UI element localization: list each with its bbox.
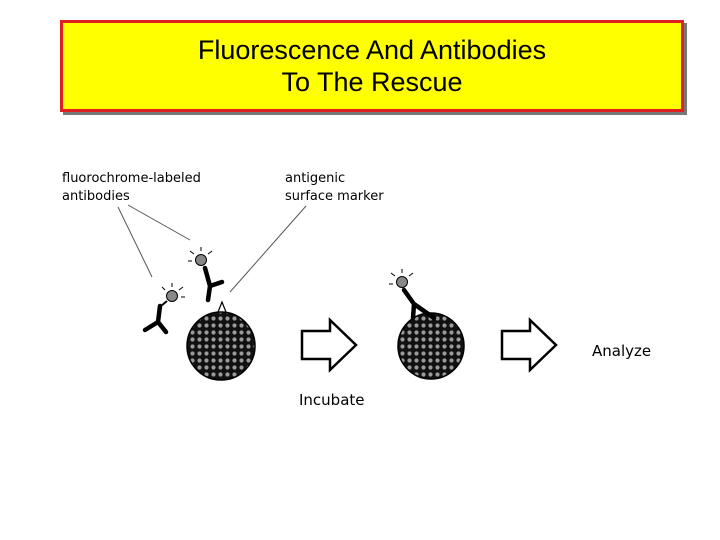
- title-line-2: To The Rescue: [281, 67, 463, 97]
- leader-line-antibody-lower: [117, 206, 153, 278]
- fluorochrome-icon: [195, 254, 207, 266]
- free-antibody-upper: [188, 247, 225, 303]
- antigen-marker: [217, 300, 227, 313]
- leader-lines: [117, 204, 307, 293]
- process-arrow-incubate: [300, 317, 358, 373]
- bound-antibody: [389, 269, 437, 321]
- title-line-1: Fluorescence And Antibodies: [197, 34, 547, 65]
- leader-line-surface-marker: [229, 205, 307, 293]
- fluorochrome-icon: [396, 276, 408, 288]
- cell-unlabeled: [186, 311, 256, 381]
- analyze-label: Analyze: [592, 342, 651, 360]
- antibodies-label-line-1: fluorochrome-labeled: [62, 171, 201, 186]
- free-antibody-lower: [142, 283, 185, 335]
- process-arrow-analyze: [500, 317, 558, 373]
- leader-line-antibody-upper: [127, 204, 191, 241]
- surface-marker-label-line-2: surface marker: [285, 189, 384, 204]
- surface-marker-label-line-1: antigenic: [285, 171, 345, 186]
- antibodies-label-line-2: antibodies: [62, 189, 130, 204]
- fluorochrome-icon: [166, 290, 178, 302]
- incubate-label: Incubate: [299, 391, 365, 409]
- cell-labeled: [397, 312, 465, 380]
- title-box: Fluorescence And Antibodies To The Rescu…: [60, 20, 684, 112]
